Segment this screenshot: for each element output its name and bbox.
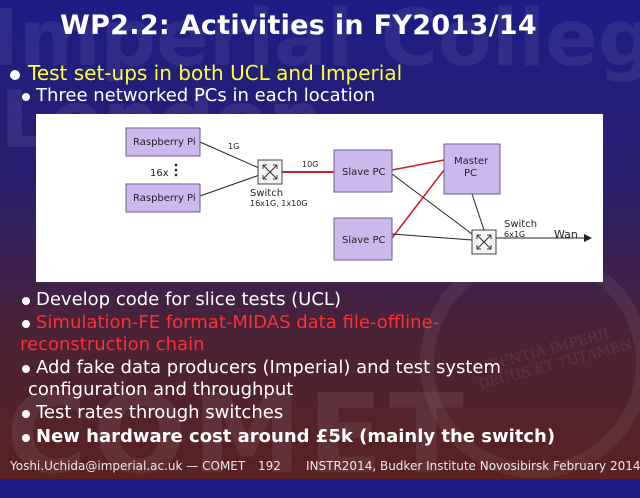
bullet-simulation-chain: Simulation-FE format-MIDAS data file-off… [36, 312, 440, 333]
link-slave1-master [391, 159, 445, 171]
link-label-1g: 1G [228, 142, 239, 151]
network-diagram-svg: Raspberry Pi 16x Raspberry Pi 1G 10G Swi… [125, 127, 592, 261]
switch2-spec: 6x1G [504, 230, 525, 239]
bullet-fake-data-cont: configuration and throughput [28, 379, 294, 400]
link-slave1-switch2 [391, 173, 473, 235]
rpi-label-2: Raspberry Pi [133, 193, 196, 204]
bullet-fake-data: Add fake data producers (Imperial) and t… [36, 357, 502, 378]
wan-arrow-icon [584, 234, 592, 242]
link-slave2-master [391, 169, 445, 239]
bullet-dot [22, 434, 30, 442]
bullet-dot [22, 93, 30, 101]
footer-event: INSTR2014, Budker Institute Novosibirsk … [306, 459, 640, 473]
bullet-dot [22, 365, 30, 373]
bullet-test-setups: Test set-ups in both UCL and Imperial [28, 61, 403, 85]
link-master-switch2 [471, 193, 485, 231]
master-pc-label-1: Master [454, 156, 489, 167]
slave-pc-label-1: Slave PC [342, 167, 386, 178]
slave-pc-box-2 [333, 217, 393, 261]
link-rpi2-switch [199, 171, 269, 197]
bullet-hardware-cost: New hardware cost around £5k (mainly the… [36, 426, 556, 447]
footer-page-number: 192 [258, 459, 281, 473]
switch1-spec: 16x1G, 1x10G [250, 199, 308, 208]
watermark-imperial: Imperial College [0, 0, 640, 84]
switch2-label: Switch [504, 219, 537, 230]
bullet-dot [22, 410, 30, 418]
wan-label: Wan [554, 228, 578, 241]
bullet-simulation-chain-cont: reconstruction chain [20, 334, 205, 355]
bullet-dot [22, 320, 30, 328]
master-pc-box [443, 143, 501, 195]
bullet-develop-code: Develop code for slice tests (UCL) [36, 289, 341, 310]
network-diagram: Raspberry Pi 16x Raspberry Pi 1G 10G Swi… [36, 114, 603, 282]
switch1-label: Switch [250, 188, 283, 199]
watermark-comet: COMET [6, 370, 470, 498]
bullet-dot [10, 70, 20, 80]
master-pc-label-2: PC [464, 168, 477, 179]
link-slave2-switch2 [391, 233, 473, 241]
bullet-test-rates: Test rates through switches [36, 402, 284, 423]
slide-title: WP2.2: Activities in FY2013/14 [60, 10, 537, 41]
link-rpi1-switch [199, 141, 269, 173]
rpi-box-2 [125, 183, 201, 213]
footer-email: Yoshi.Uchida@imperial.ac.uk — COMET [10, 459, 246, 473]
rpi-label-1: Raspberry Pi [133, 137, 196, 148]
link-label-10g: 10G [302, 160, 318, 169]
rpi-count: 16x [150, 168, 169, 179]
bullet-three-pcs: Three networked PCs in each location [36, 85, 376, 106]
rpi-box-1 [125, 127, 201, 157]
bullet-dot [22, 297, 30, 305]
slave-pc-box-1 [333, 149, 393, 193]
slave-pc-label-2: Slave PC [342, 235, 386, 246]
